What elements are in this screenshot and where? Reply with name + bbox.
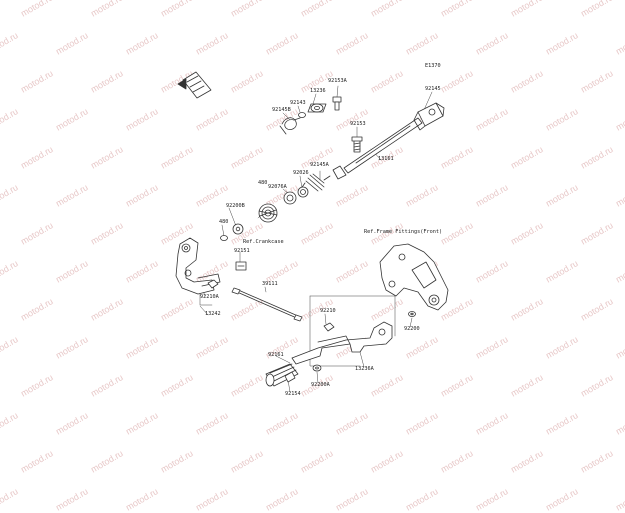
shift-pedal-13236A — [291, 321, 393, 365]
label-92145A: 92145A — [310, 162, 329, 168]
label-92161: 92161 — [268, 352, 284, 358]
diagram-drawing — [175, 71, 449, 393]
watermark-text: motod.ru — [0, 486, 20, 513]
label-92200: 92200 — [404, 326, 420, 332]
bolt-92151 — [235, 261, 247, 271]
tie-rod-39111 — [231, 287, 303, 322]
watermark-text: motod.ru — [544, 486, 580, 513]
label-480-lower: 480 — [219, 219, 229, 225]
watermark-text: motod.ru — [124, 486, 160, 513]
front-arrow-icon — [177, 71, 212, 99]
label-13242: 13242 — [205, 311, 221, 317]
frame-bracket — [379, 243, 449, 311]
center-parts — [220, 173, 331, 241]
nut-92210A — [207, 279, 219, 289]
label-39111: 39111 — [262, 281, 278, 287]
label-92200B: 92200B — [226, 203, 245, 209]
watermark-text: motod.ru — [194, 486, 230, 513]
watermark-text: motod.ru — [404, 486, 440, 513]
label-13161: 13161 — [378, 156, 394, 162]
diagram-code: E1370 — [425, 63, 441, 69]
label-13236: 13236 — [310, 88, 326, 94]
bolt-92154 — [284, 371, 296, 383]
label-ref-crankcase: Ref.Crankcase — [243, 239, 284, 245]
watermark-text: motod.ru — [614, 486, 625, 513]
washer-92200A — [312, 364, 322, 372]
label-92026: 92026 — [293, 170, 309, 176]
label-92153: 92153 — [350, 121, 366, 127]
label-92210: 92210 — [320, 308, 336, 314]
label-92143: 92143 — [290, 100, 306, 106]
label-ref-frame-fittings: Ref.Frame Fittings(Front) — [364, 229, 443, 235]
label-92210A: 92210A — [200, 294, 219, 300]
nut-92210 — [323, 322, 335, 332]
watermark-text: motod.ru — [264, 486, 300, 513]
label-92200A: 92200A — [311, 382, 330, 388]
label-92151: 92151 — [234, 248, 250, 254]
label-92145: 92145 — [425, 86, 441, 92]
watermark-text: motod.ru — [474, 486, 510, 513]
label-92145B: 92145B — [272, 107, 291, 113]
upper-parts — [279, 96, 342, 135]
watermark-text: motod.ru — [334, 486, 370, 513]
shift-shaft-13161 — [332, 102, 445, 180]
label-92076A: 92076A — [268, 184, 287, 190]
label-480-upper: 480 — [258, 180, 268, 186]
bolt-92153 — [351, 136, 363, 153]
watermark-text: motod.ru — [54, 486, 90, 513]
washer-92200 — [408, 311, 416, 317]
label-13236A: 13236A — [355, 366, 374, 372]
pedal-rubber-92161 — [265, 363, 299, 387]
label-92154: 92154 — [285, 391, 301, 397]
label-92153A: 92153A — [328, 78, 347, 84]
